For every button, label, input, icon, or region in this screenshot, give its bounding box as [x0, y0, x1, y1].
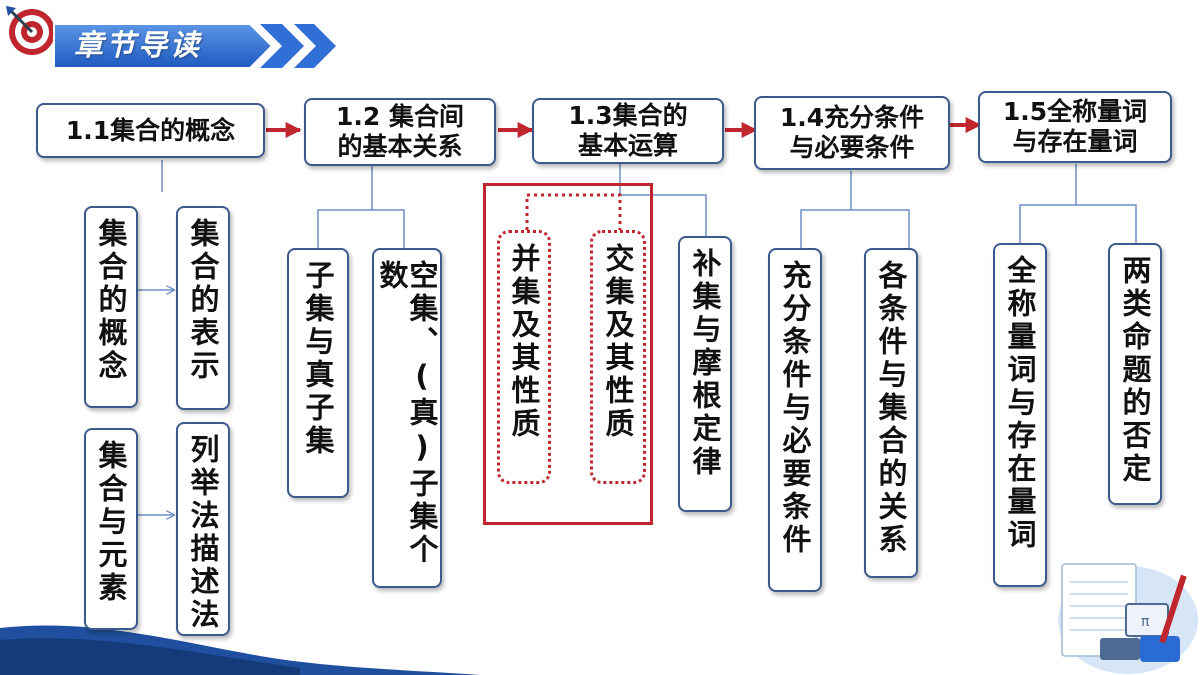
section-1-3: 1.3集合的 基本运算	[532, 98, 724, 164]
topic-union: 并集及其性质	[497, 230, 551, 484]
topic-complement: 补集与摩根定律	[678, 236, 732, 512]
topic-condition-set-relation: 各条件与集合的关系	[864, 248, 918, 578]
math-notebook-illustration: π	[1058, 563, 1198, 674]
topic-empty-set-count: 空集、(真)子集个数	[372, 248, 442, 588]
section-1-5: 1.5全称量词 与存在量词	[978, 91, 1172, 163]
topic-set-representation: 集合的表示	[176, 206, 230, 410]
topic-set-concept: 集合的概念	[84, 206, 138, 408]
section-1-1: 1.1集合的概念	[36, 103, 265, 158]
section-1-2: 1.2 集合间 的基本关系	[304, 98, 496, 166]
topic-set-and-element: 集合与元素	[84, 428, 138, 630]
topic-proposition-negation: 两类命题的否定	[1108, 243, 1162, 505]
highlight-frame	[483, 183, 653, 525]
topic-intersection: 交集及其性质	[590, 230, 646, 484]
topic-quantifiers: 全称量词与存在量词	[993, 243, 1047, 587]
dartboard-icon	[6, 6, 55, 55]
title-banner	[53, 23, 336, 69]
banner-title: 章节导读	[74, 28, 203, 62]
svg-text:π: π	[1141, 614, 1150, 630]
section-1-4: 1.4充分条件 与必要条件	[754, 96, 950, 170]
bottom-left-wave	[0, 625, 480, 675]
topic-subset: 子集与真子集	[287, 248, 349, 498]
topic-listing-description: 列举法描述法	[176, 422, 230, 636]
topic-sufficient-necessary: 充分条件与必要条件	[768, 248, 822, 592]
